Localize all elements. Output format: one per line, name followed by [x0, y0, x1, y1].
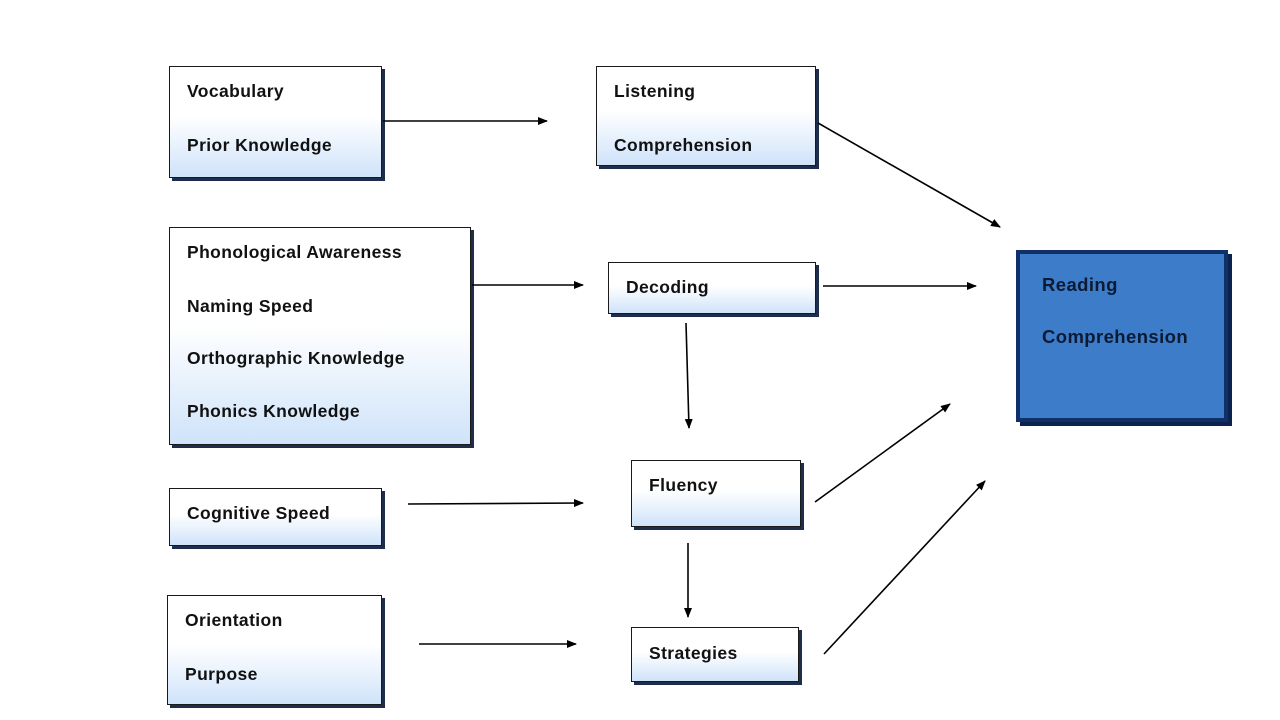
- decoding-box: Decoding: [608, 262, 816, 314]
- fluency-label: Fluency: [649, 475, 718, 495]
- phonological-awareness-label: Phonological Awareness: [187, 242, 402, 262]
- strategies-box: Strategies: [631, 627, 799, 682]
- orientation-label: Orientation: [185, 610, 283, 630]
- orientation-purpose-box: Orientation Purpose: [167, 595, 382, 705]
- reading-comprehension-box: Reading Comprehension: [1016, 250, 1228, 422]
- listening-comprehension-label: Comprehension: [614, 135, 753, 155]
- prior-knowledge-label: Prior Knowledge: [187, 135, 333, 155]
- naming-speed-label: Naming Speed: [187, 296, 314, 316]
- listening-comprehension-box: Listening Comprehension: [596, 66, 816, 166]
- cognitive-speed-label: Cognitive Speed: [187, 503, 331, 523]
- decoding-skills-box: Phonological Awareness Naming Speed Orth…: [169, 227, 471, 445]
- vocabulary-label: Vocabulary: [187, 81, 285, 101]
- fluency-box: Fluency: [631, 460, 801, 527]
- arrow-cognitive-to-fluency: [407, 499, 584, 508]
- purpose-label: Purpose: [185, 664, 258, 684]
- cognitive-speed-box: Cognitive Speed: [169, 488, 382, 546]
- arrow-strategies-to-reading: [823, 480, 986, 655]
- arrow-fluency-to-reading: [814, 403, 951, 503]
- arrow-decoding-to-fluency: [684, 322, 693, 429]
- vocabulary-box: Vocabulary Prior Knowledge: [169, 66, 382, 178]
- reading-label: Reading: [1042, 274, 1118, 295]
- phonics-knowledge-label: Phonics Knowledge: [187, 401, 361, 421]
- orthographic-knowledge-label: Orthographic Knowledge: [187, 348, 405, 368]
- arrow-listening-to-reading: [817, 122, 1001, 228]
- decoding-label: Decoding: [626, 277, 709, 297]
- listening-label: Listening: [614, 81, 696, 101]
- reading-comprehension-label: Comprehension: [1042, 326, 1189, 347]
- strategies-label: Strategies: [649, 643, 738, 663]
